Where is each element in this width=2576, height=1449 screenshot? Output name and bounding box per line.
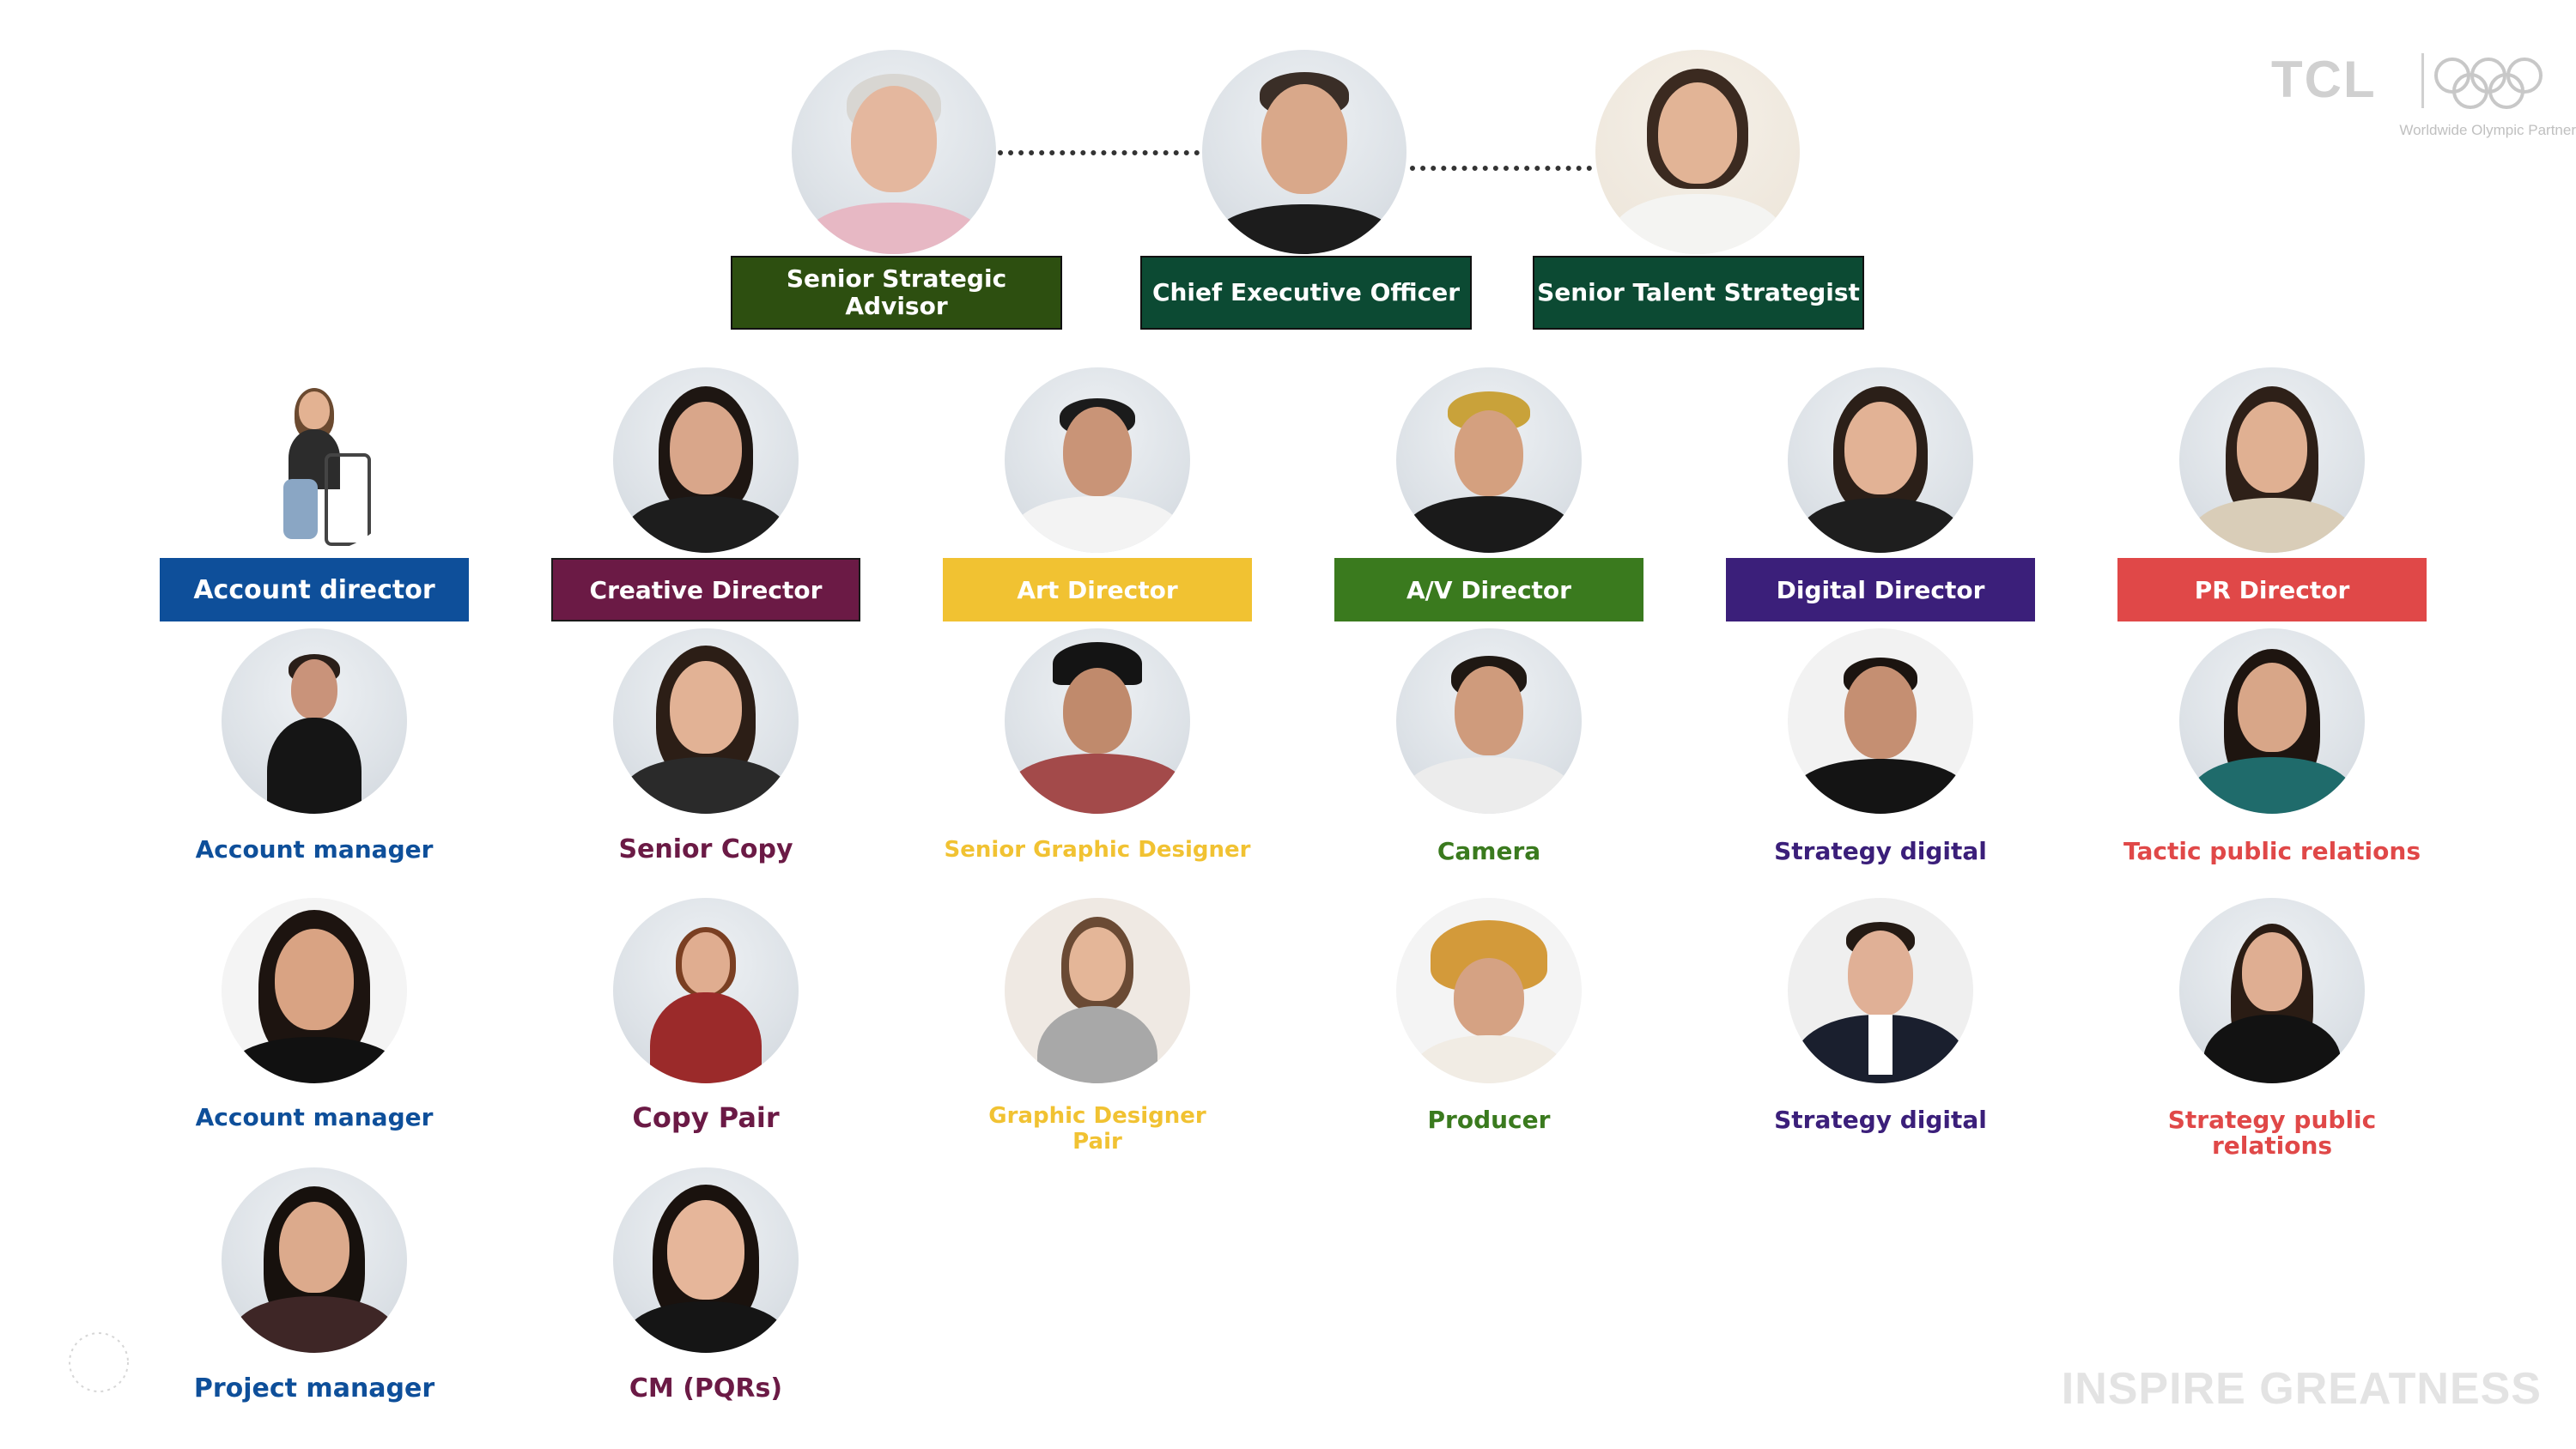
olympic-rings-icon [2434, 58, 2543, 109]
photo-senior-copy [613, 628, 799, 814]
label-strategy-digital-1: Strategy digital [1774, 837, 1987, 865]
label-account-manager-2: Account manager [195, 1103, 434, 1131]
label-copy-pair: Copy Pair [632, 1101, 780, 1134]
director-box-creative: Creative Director [551, 558, 860, 621]
label-graphic-designer-pair: Graphic Designer Pair [988, 1103, 1206, 1155]
photo-account-director [222, 367, 407, 553]
title-senior-talent-strategist: Senior Talent Strategist [1533, 256, 1864, 330]
label-producer: Producer [1427, 1106, 1551, 1134]
slogan: INSPIRE GREATNESS [2061, 1364, 2542, 1414]
label-tactic-public-relations: Tactic public relations [2123, 837, 2421, 865]
photo-strategy-public-relations [2179, 898, 2365, 1083]
photo-graphic-designer-pair [1005, 898, 1190, 1083]
label-project-manager: Project manager [193, 1373, 435, 1404]
photo-camera [1396, 628, 1582, 814]
decorative-circle-icon [69, 1332, 129, 1392]
photo-producer [1396, 898, 1582, 1083]
photo-tactic-public-relations [2179, 628, 2365, 814]
director-box-account: Account director [160, 558, 469, 621]
photo-chief-executive-officer [1202, 50, 1406, 254]
title-senior-strategic-advisor: Senior Strategic Advisor [731, 256, 1062, 330]
photo-strategy-digital-2 [1788, 898, 1973, 1083]
title-chief-executive-officer: Chief Executive Officer [1140, 256, 1472, 330]
photo-senior-graphic-designer [1005, 628, 1190, 814]
photo-pr-director [2179, 367, 2365, 553]
label-senior-copy: Senior Copy [618, 834, 793, 864]
director-box-digital: Digital Director [1726, 558, 2035, 621]
tcl-logo-text: TCL [2271, 51, 2377, 108]
label-strategy-digital-2: Strategy digital [1774, 1106, 1987, 1134]
logo-divider [2421, 53, 2424, 108]
connector-left [998, 150, 1200, 155]
photo-senior-talent-strategist [1595, 50, 1800, 254]
photo-creative-director [613, 367, 799, 553]
photo-strategy-digital-1 [1788, 628, 1973, 814]
photo-senior-strategic-advisor [792, 50, 996, 254]
label-strategy-public-relations: Strategy public relations [2167, 1106, 2377, 1160]
photo-account-manager-2 [222, 898, 407, 1083]
director-box-pr: PR Director [2117, 558, 2427, 621]
director-box-art: Art Director [943, 558, 1252, 621]
photo-copy-pair [613, 898, 799, 1083]
photo-digital-director [1788, 367, 1973, 553]
photo-av-director [1396, 367, 1582, 553]
photo-art-director [1005, 367, 1190, 553]
photo-project-manager [222, 1167, 407, 1353]
director-box-av: A/V Director [1334, 558, 1643, 621]
label-cm-pqrs: CM (PQRs) [629, 1373, 783, 1404]
label-account-manager-1: Account manager [195, 835, 434, 864]
photo-cm-pqrs [613, 1167, 799, 1353]
label-senior-graphic-designer: Senior Graphic Designer [944, 837, 1251, 863]
partner-text: Worldwide Olympic Partner [2399, 122, 2576, 138]
connector-right [1410, 166, 1592, 171]
photo-account-manager-1 [222, 628, 407, 814]
label-camera: Camera [1437, 837, 1541, 865]
